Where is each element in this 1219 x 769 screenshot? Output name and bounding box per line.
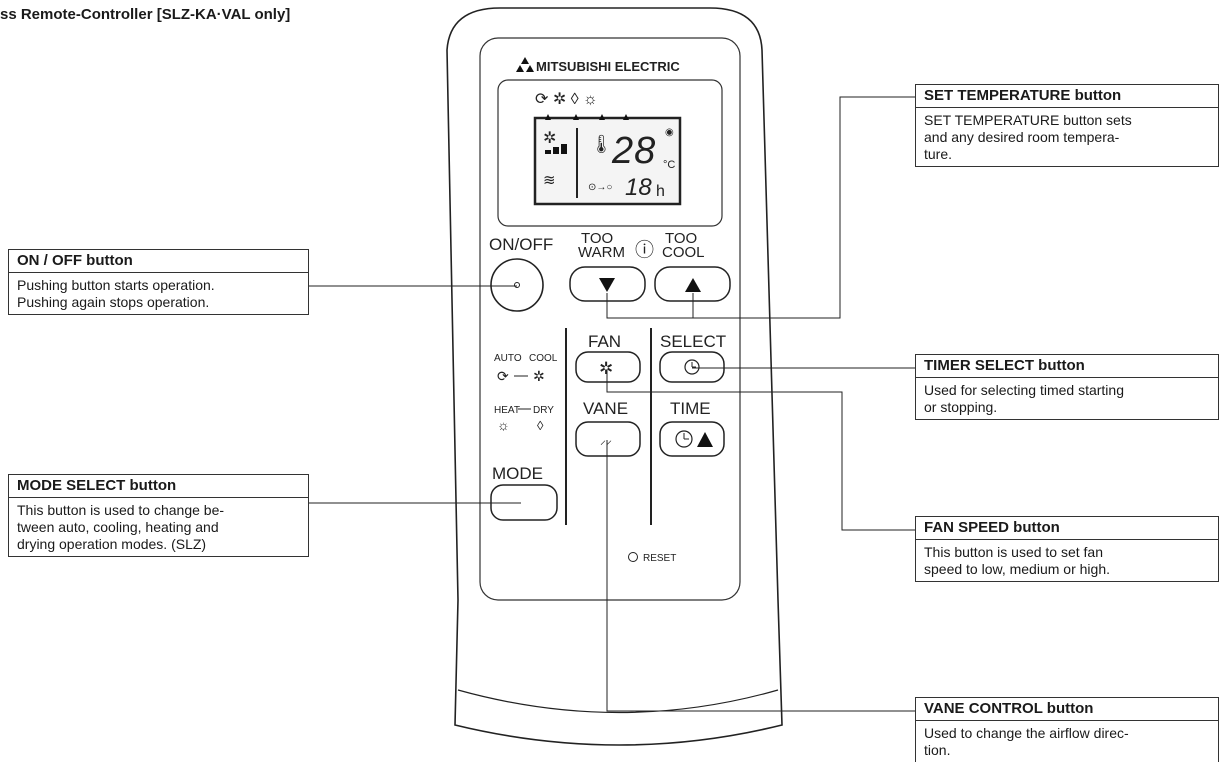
callout-on-off: ON / OFF button Pushing button starts op… bbox=[8, 249, 309, 315]
time-label: TIME bbox=[670, 399, 711, 418]
callout-on-off-title: ON / OFF button bbox=[9, 250, 308, 273]
callout-set-temperature-line-1: SET TEMPERATURE button sets bbox=[924, 112, 1132, 128]
mitsubishi-logo-icon bbox=[516, 57, 534, 72]
lcd-temperature-value: 28 bbox=[611, 130, 656, 172]
callout-mode-select: MODE SELECT button This button is used t… bbox=[8, 474, 309, 557]
callout-set-temperature-title: SET TEMPERATURE button bbox=[916, 85, 1218, 108]
callout-set-temperature-line-2: and any desired room tempera- bbox=[924, 129, 1120, 145]
up-triangle-icon bbox=[685, 278, 701, 292]
mode-dry-icon: ◊ bbox=[537, 418, 544, 433]
diagram-heading: ss Remote-Controller [SLZ-KA·VAL only] bbox=[0, 6, 291, 23]
callout-on-off-line-1: Pushing button starts operation. bbox=[17, 277, 215, 293]
reset-label: RESET bbox=[643, 553, 676, 564]
on-off-dot-icon bbox=[514, 282, 520, 288]
callout-fan-speed: FAN SPEED button This button is used to … bbox=[915, 516, 1219, 582]
callout-on-off-line-2: Pushing again stops operation. bbox=[17, 294, 210, 310]
mode-heat-label: HEAT bbox=[494, 405, 520, 416]
callout-timer-select-title: TIMER SELECT button bbox=[916, 355, 1218, 378]
lcd-timer-icons: ⊙→○ bbox=[588, 182, 612, 193]
on-off-label: ON/OFF bbox=[489, 235, 553, 254]
lcd-fan-bars-icon bbox=[545, 144, 567, 154]
remote-bottom-curve bbox=[457, 689, 779, 714]
select-label: SELECT bbox=[660, 332, 726, 351]
vane-label: VANE bbox=[583, 399, 628, 418]
lcd-signal-icon: ◉ bbox=[665, 127, 674, 138]
callout-fan-speed-title: FAN SPEED button bbox=[916, 517, 1218, 540]
leader-lines bbox=[308, 96, 917, 712]
callout-fan-speed-line-1: This button is used to set fan bbox=[924, 544, 1103, 560]
lcd-mode-icons: ⟳ ✲ ◊ ☼ bbox=[535, 91, 598, 108]
remote-panel bbox=[479, 37, 741, 601]
fan-button[interactable] bbox=[575, 351, 641, 383]
mode-heat-icon: ☼ bbox=[497, 417, 510, 433]
fan-icon: ✲ bbox=[599, 359, 613, 378]
lcd-timer-value: 18 bbox=[625, 174, 652, 201]
lcd-timer-unit: h bbox=[656, 183, 665, 200]
mode-label: MODE bbox=[492, 464, 543, 483]
clock-icon bbox=[684, 359, 700, 375]
callout-vane-control: VANE CONTROL button Used to change the a… bbox=[915, 697, 1219, 762]
vane-button[interactable] bbox=[575, 421, 641, 457]
callout-vane-control-line-2: tion. bbox=[924, 742, 951, 758]
callout-mode-select-line-2: tween auto, cooling, heating and bbox=[17, 519, 219, 535]
too-cool-label-1: TOO bbox=[665, 230, 697, 247]
temp-thermometer-icon: ⓘ bbox=[635, 239, 654, 261]
lcd-fan-icon: ✲ bbox=[543, 130, 556, 147]
lcd-vane-icon: ≋ bbox=[543, 172, 556, 189]
time-up-triangle-icon bbox=[697, 432, 713, 447]
too-warm-label-2: WARM bbox=[578, 244, 625, 261]
callout-timer-select-line-2: or stopping. bbox=[924, 399, 998, 415]
lcd-mode-arrows-icon bbox=[545, 114, 629, 120]
too-warm-label-1: TOO bbox=[581, 230, 613, 247]
lcd-frame bbox=[497, 79, 723, 227]
callout-set-temperature-line-3: ture. bbox=[924, 146, 953, 162]
mode-auto-icon: ⟳ bbox=[497, 368, 509, 384]
on-off-button[interactable] bbox=[490, 258, 544, 312]
callout-set-temperature: SET TEMPERATURE button SET TEMPERATURE b… bbox=[915, 84, 1219, 167]
brand-label: MITSUBISHI ELECTRIC bbox=[536, 59, 680, 74]
lcd-thermometer-icon: 🌡 bbox=[590, 134, 613, 154]
callout-mode-select-title: MODE SELECT button bbox=[9, 475, 308, 498]
callout-mode-select-line-3: drying operation modes. (SLZ) bbox=[17, 536, 207, 552]
fan-label: FAN bbox=[588, 332, 621, 351]
lcd-temperature-unit: °C bbox=[663, 159, 675, 171]
callout-timer-select: TIMER SELECT button Used for selecting t… bbox=[915, 354, 1219, 420]
vane-icon: ⸝⸝ bbox=[600, 433, 612, 447]
callout-mode-select-line-1: This button is used to change be- bbox=[17, 502, 225, 518]
down-triangle-icon bbox=[599, 278, 615, 292]
reset-button[interactable] bbox=[628, 552, 638, 562]
callout-vane-control-line-1: Used to change the airflow direc- bbox=[924, 725, 1129, 741]
mode-auto-label: AUTO bbox=[494, 353, 522, 364]
mode-cool-label: COOL bbox=[529, 353, 558, 364]
mode-dry-label: DRY bbox=[533, 405, 554, 416]
callout-timer-select-line-1: Used for selecting timed starting bbox=[924, 382, 1124, 398]
time-clock-icon bbox=[675, 430, 693, 448]
callout-fan-speed-line-2: speed to low, medium or high. bbox=[924, 561, 1110, 577]
lcd-screen bbox=[533, 116, 682, 206]
too-cool-label-2: COOL bbox=[662, 244, 705, 261]
mode-cool-icon: ✲ bbox=[533, 368, 545, 384]
callout-vane-control-title: VANE CONTROL button bbox=[916, 698, 1218, 721]
